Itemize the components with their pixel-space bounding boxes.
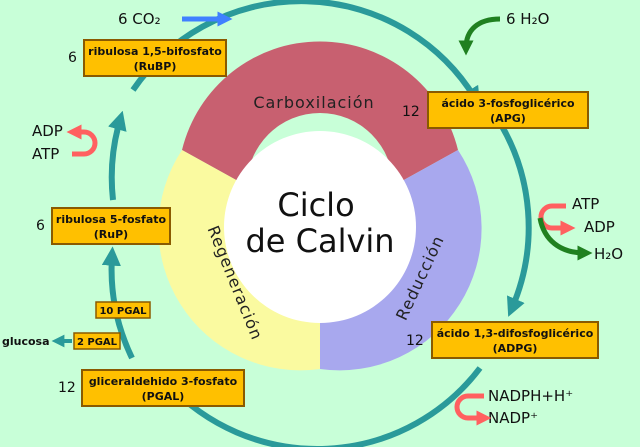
pgal-abbr: (PGAL)	[142, 390, 185, 403]
apg-name: ácido 3-fosfoglicérico	[441, 97, 575, 110]
cycle-arrow-bottom	[161, 366, 483, 447]
co2-label: 6 CO₂	[118, 10, 161, 28]
adpg-name: ácido 1,3-difosfoglicérico	[437, 327, 594, 340]
pgal-10-tag: 10 PGAL	[95, 301, 151, 319]
adp-right-label: ADP	[584, 218, 615, 236]
compound-rubp: 6 ribulosa 1,5-bifosfato (RuBP)	[68, 39, 227, 77]
pgal-2-tag: 2 PGAL	[73, 332, 121, 350]
pgal-10-label: 10 PGAL	[99, 306, 147, 317]
nadph-u-turn-arrow-icon	[454, 393, 492, 426]
title-line-2: de Calvin	[245, 222, 394, 260]
rup-abbr: (RuP)	[94, 228, 128, 241]
h2o-top-label: 6 H₂O	[506, 10, 549, 28]
rubp-abbr: (RuBP)	[134, 60, 177, 73]
h2o-out-arrow-icon	[537, 217, 593, 261]
cycle-arrow-right	[494, 116, 532, 317]
glucosa-label: glucosa	[2, 335, 50, 348]
pgal-2-label: 2 PGAL	[77, 337, 118, 348]
compound-rup: 6 ribulosa 5-fosfato (RuP)	[36, 207, 171, 245]
pgal-name: gliceraldehido 3-fosfato	[89, 375, 238, 388]
atp-left-label: ATP	[32, 145, 59, 163]
apg-coef: 12	[402, 104, 420, 120]
adp-left-label: ADP	[32, 122, 63, 140]
rup-name: ribulosa 5-fosfato	[56, 213, 167, 226]
adpg-coef: 12	[406, 333, 424, 349]
title-line-1: Ciclo	[277, 186, 354, 224]
h2o-curved-arrow-icon	[458, 16, 501, 56]
h2o-right-label: H₂O	[594, 245, 623, 263]
cycle-arrow-left-upper	[108, 110, 127, 201]
center-disc	[224, 131, 416, 323]
adpg-abbr: (ADPG)	[493, 342, 538, 355]
nadph-label: NADPH+H⁺	[488, 387, 573, 405]
rup-coef: 6	[36, 218, 45, 234]
phase-carboxilacion	[182, 41, 458, 186]
energy-u-turn-arrow-icon	[538, 203, 576, 236]
label-carboxilacion: Carboxilación	[253, 93, 374, 112]
energy-left-u-turn-arrow-icon	[66, 124, 98, 157]
nadp-label: NADP⁺	[488, 409, 538, 427]
compound-adpg: 12 ácido 1,3-difosfoglicérico (ADPG)	[406, 321, 599, 359]
rubp-coef: 6	[68, 50, 77, 66]
apg-abbr: (APG)	[490, 112, 526, 125]
atp-right-label: ATP	[572, 195, 599, 213]
phase-ring	[158, 41, 482, 371]
compound-pgal: 12 gliceraldehido 3-fosfato (PGAL)	[58, 369, 245, 407]
rubp-name: ribulosa 1,5-bifosfato	[88, 45, 222, 58]
compound-apg: 12 ácido 3-fosfoglicérico (APG)	[402, 91, 589, 129]
pgal-coef: 12	[58, 380, 76, 396]
